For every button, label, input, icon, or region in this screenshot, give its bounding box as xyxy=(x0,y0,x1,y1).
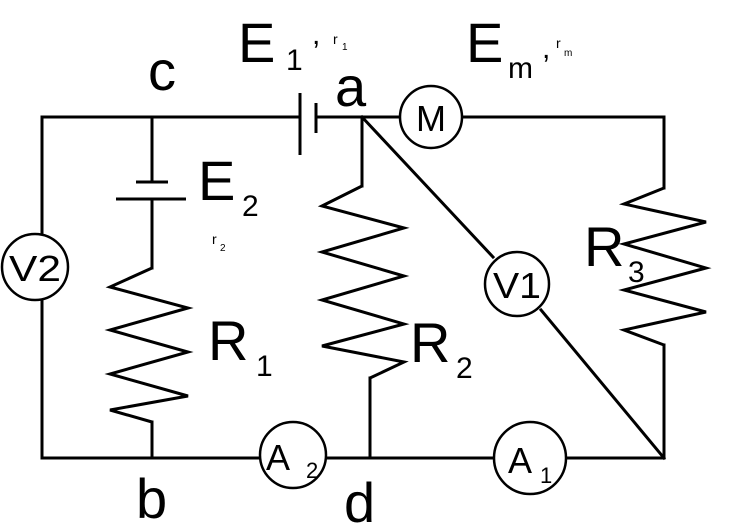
voltmeter-v1: V1 xyxy=(483,250,551,318)
node-c-label: c xyxy=(148,39,176,102)
label-r2: R 2 xyxy=(410,311,473,385)
e2-letter: E xyxy=(198,149,235,212)
a1-subscript: 1 xyxy=(540,463,552,488)
a2-letter: A xyxy=(266,437,290,478)
a2-circle xyxy=(258,420,328,490)
a2-label: A xyxy=(266,437,290,478)
ammeter-a2: A 2 xyxy=(258,420,328,490)
v2-circle xyxy=(0,232,70,302)
resistor-r1 xyxy=(104,266,194,424)
resistor-r2 xyxy=(316,184,410,380)
em-letter: E xyxy=(466,11,503,74)
e1-letter: E xyxy=(238,11,275,74)
label-r1: R 1 xyxy=(208,309,273,383)
label-e2: E 2 r 2 xyxy=(198,149,259,254)
em-subscript: m xyxy=(508,52,533,85)
r1-subscript: 1 xyxy=(256,350,273,383)
wire-diagonal-lower xyxy=(538,307,667,461)
node-a-label: a xyxy=(335,55,367,118)
a1-circle xyxy=(492,420,568,496)
v1-label: V1 xyxy=(493,265,541,306)
v2-label: V2 xyxy=(9,248,61,289)
r2-subscript: 2 xyxy=(456,352,473,385)
battery-e1 xyxy=(298,93,318,155)
motor-meter: M xyxy=(398,84,464,150)
wire-diagonal-upper xyxy=(359,114,496,260)
ammeter-a1: A 1 xyxy=(492,420,568,496)
label-em: E m , r m xyxy=(466,11,572,85)
e2-subscript: 2 xyxy=(242,190,259,223)
e1-internal-r-subscript: 1 xyxy=(342,42,348,53)
r3-subscript: 3 xyxy=(628,256,645,289)
node-b-label: b xyxy=(136,467,167,527)
e2-internal-r-subscript: 2 xyxy=(220,243,226,254)
em-separator: , xyxy=(542,32,550,65)
label-r3: R 3 xyxy=(584,215,645,289)
a1-letter: A xyxy=(508,440,532,481)
a2-subscript: 2 xyxy=(306,458,318,483)
motor-label: M xyxy=(416,98,446,139)
r2-letter: R xyxy=(410,311,450,374)
r3-letter: R xyxy=(584,215,624,278)
voltmeter-v2: V2 xyxy=(0,232,70,302)
r1-letter: R xyxy=(208,309,248,372)
em-internal-r: r xyxy=(556,35,561,51)
e1-separator: , xyxy=(312,18,320,51)
a1-label: A xyxy=(508,440,532,481)
wires xyxy=(40,114,667,461)
v1-circle xyxy=(483,250,551,318)
e1-subscript: 1 xyxy=(286,44,303,77)
label-e1: E 1 , r 1 xyxy=(238,11,348,77)
e1-internal-r: r xyxy=(333,31,338,47)
node-d-label: d xyxy=(344,471,375,527)
battery-e2 xyxy=(116,180,186,201)
e2-internal-r: r xyxy=(212,231,217,247)
motor-circle xyxy=(398,84,464,150)
em-internal-r-subscript: m xyxy=(564,48,572,59)
resistor-r3 xyxy=(618,186,712,347)
